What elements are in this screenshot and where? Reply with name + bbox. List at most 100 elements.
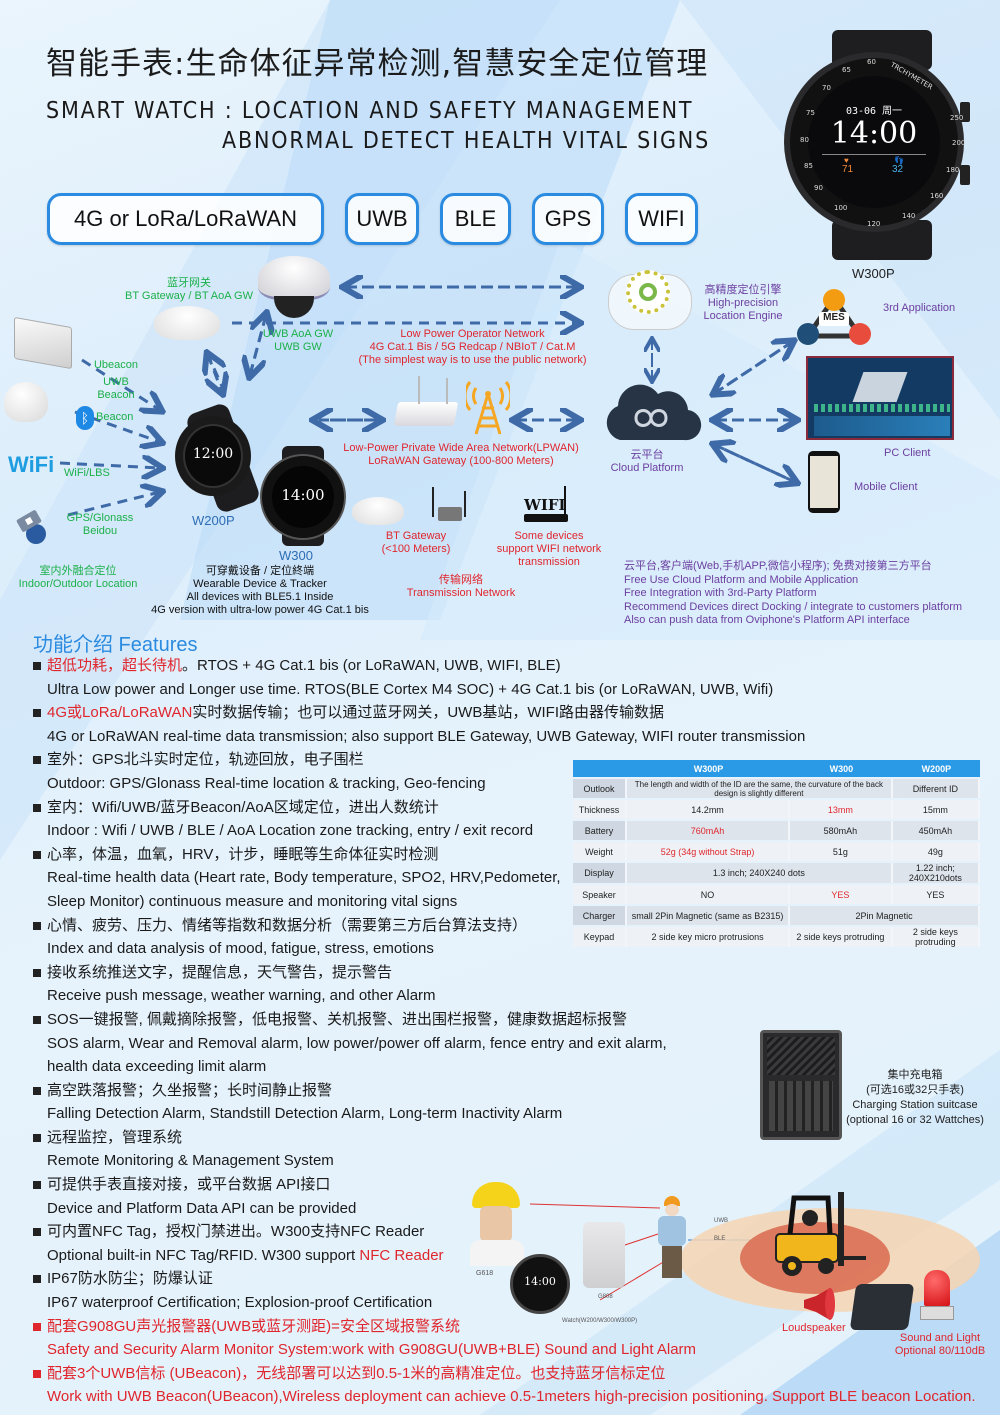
lpwan-line1: Low-Power Private Wide Area Network(LPWA… <box>343 442 579 454</box>
helmet-worker-icon <box>468 1178 528 1268</box>
worker-icon <box>652 1196 692 1278</box>
feature-cn: 接收系统推送文字，提醒信息，天气警告，提示警告 <box>33 961 813 985</box>
tech-pill-uwb: UWB <box>345 193 419 245</box>
diagram-arrows <box>59 0 1000 517</box>
indoor-outdoor-label: 室内外融合定位 Indoor/Outdoor Location <box>10 565 146 591</box>
wifi-router-line3: transmission <box>518 556 580 568</box>
table-cell: YES <box>892 885 980 904</box>
feature-en: SOS alarm, Wear and Removal alarm, low p… <box>47 1034 667 1052</box>
bt-gateway-small-device <box>352 497 404 525</box>
sound-light-line2: Optional 80/110dB <box>894 1345 986 1357</box>
w300-time: 14:00 <box>281 486 325 504</box>
wifi-router-line1: Some devices <box>514 530 584 542</box>
pc-client-label: PC Client <box>884 447 931 459</box>
feature-item: 心率，体温，血氧，HRV，计步，睡眠等生命体征实时检测 Real-time he… <box>33 843 813 914</box>
feature-highlight: NFC Reader <box>359 1246 444 1264</box>
table-cell: 14.2mm <box>627 800 791 819</box>
operator-line3: (The simplest way is to use the public n… <box>358 354 587 366</box>
svg-text:160: 160 <box>930 192 943 200</box>
feature-en: Optional built-in NFC Tag/RFID. W300 sup… <box>47 1246 360 1264</box>
feature-cn: 可内置NFC Tag，授权门禁进出。W300支持NFC Reader <box>33 1220 813 1244</box>
wearable-en3: 4G version with ultra-low power 4G Cat.1… <box>151 604 369 616</box>
ubeacon-line1: Ubeacon <box>93 359 139 371</box>
feature-en: Sleep Monitor) continuous measure and mo… <box>47 892 458 910</box>
table-header-row: W300P W300 W200P <box>573 760 980 777</box>
table-header: W300 <box>790 760 893 777</box>
sound-light-label: Sound and Light Optional 80/110dB <box>890 1332 990 1358</box>
wifi-router-label: Some devices support WIFI network transm… <box>492 530 606 569</box>
feature-item: 心情、疲劳、压力、情绪等指数和数据分析（需要第三方后台算法支持） Index a… <box>33 914 813 961</box>
mes-application-icon: MES <box>796 288 872 346</box>
table-cell: 51g <box>790 842 893 861</box>
svg-text:140: 140 <box>902 212 915 220</box>
cloud-cn: 云平台 <box>630 449 664 461</box>
row-label: Keypad <box>573 927 627 947</box>
svg-text:85: 85 <box>804 162 813 170</box>
table-row: Outlook The length and width of the ID a… <box>573 779 980 798</box>
feature-item: 远程监控，管理系统 Remote Monitoring & Management… <box>33 1126 813 1173</box>
alarm-watch-time: 14:00 <box>524 1275 556 1288</box>
transmission-cn: 传输网络 <box>439 574 483 586</box>
wifi-router-line2: support WIFI network <box>496 543 602 555</box>
feature-item: 超低功耗，超长待机。RTOS + 4G Cat.1 bis (or LoRaWA… <box>33 654 813 701</box>
wearable-caption: 可穿戴设备 / 定位終端 Wearable Device & Tracker A… <box>140 565 380 617</box>
location-engine-en2: Location Engine <box>703 310 783 322</box>
heart-rate-value: 71 <box>842 164 854 175</box>
table-cell: 2 side keys protruding <box>892 927 980 947</box>
row-label: Thickness <box>573 800 627 819</box>
uwb-gateway-label: UWB AoA GW UWB GW <box>258 328 338 354</box>
w200p-label: W200P <box>192 513 235 528</box>
svg-text:180: 180 <box>946 166 959 174</box>
svg-text:100: 100 <box>834 204 847 212</box>
pc-client-screenshot <box>806 356 954 440</box>
platform-note: 云平台,客户端(Web,手机APP,微信小程序); 免费对接第三方平台 <box>624 560 932 572</box>
router-antenna <box>418 376 420 404</box>
table-row: Speaker NO YES YES <box>573 885 980 904</box>
charging-en2: (optional 16 or 32 Wattches) <box>846 1114 984 1126</box>
wifi-router-logo: WIFI <box>524 496 566 514</box>
hero-watch-time: 14:00 <box>830 116 918 151</box>
hero-watch-model: W300P <box>852 266 895 281</box>
table-cell: NO <box>627 885 791 904</box>
svg-text:250: 250 <box>950 114 963 122</box>
feature-en: Indoor : Wifi / UWB / BLE / AoA Location… <box>47 822 534 840</box>
tech-pill-wifi: WIFI <box>625 193 698 245</box>
feature-en: health data exceeding limit alarm <box>47 1058 267 1076</box>
cell-tower-icon <box>463 378 513 436</box>
ble-link-label: BLE <box>714 1236 726 1242</box>
bluetooth-icon: ᛒ <box>76 406 94 430</box>
lpwan-label: Low-Power Private Wide Area Network(LPWA… <box>336 442 586 468</box>
location-engine-en1: High-precision <box>707 297 779 309</box>
feature-en: 4G or LoRaWAN real-time data transmissio… <box>47 727 806 745</box>
table-cell: small 2Pin Magnetic (same as B2315) <box>627 906 791 925</box>
watch-caption: Watch(W200/W300/W300P) <box>562 1318 638 1324</box>
table-cell: 760mAh <box>627 821 791 840</box>
feature-en: Receive push message, weather warning, a… <box>47 987 436 1005</box>
feature-en: Index and data analysis of mood, fatigue… <box>47 940 434 958</box>
feature-en: Work with UWB Beacon(UBeacon),Wireless d… <box>47 1388 976 1406</box>
hero-watch-divider <box>822 154 926 155</box>
row-label: Battery <box>573 821 627 840</box>
steps-icon: 👣 <box>894 156 904 165</box>
uwb-gw-line1: UWB AoA GW <box>262 328 334 340</box>
svg-text:80: 80 <box>800 136 809 144</box>
table-cell: 52g (34g without Strap) <box>627 842 791 861</box>
satellite-icon <box>14 508 46 544</box>
loudspeaker-label: Loudspeaker <box>782 1322 846 1334</box>
wifi-router-icon: WIFI <box>524 486 572 524</box>
third-app-label: 3rd Application <box>883 302 956 314</box>
table-row: Thickness 14.2mm 13mm 15mm <box>573 800 980 819</box>
table-cell: The length and width of the ID are the s… <box>627 779 893 798</box>
page-title-cn: 智能手表:生命体征异常检测,智慧安全定位管理 <box>46 46 709 82</box>
charging-station-caption: 集中充电箱 (可选16或32只手表) Charging Station suit… <box>840 1068 990 1128</box>
platform-note: Recommend Devices direct Docking / integ… <box>624 600 963 613</box>
wearable-en1: Wearable Device & Tracker <box>193 578 327 590</box>
ubeacon-line2: UWB Beacon <box>97 376 135 401</box>
hero-watch-date: 03-06 周一 <box>845 106 903 117</box>
feature-cn: 心情、疲劳、压力、情绪等指数和数据分析（需要第三方后台算法支持） <box>33 914 813 938</box>
table-cell: 15mm <box>892 800 980 819</box>
indoor-outdoor-cn: 室内外融合定位 <box>39 565 117 577</box>
bt-gateway-cn: 蓝牙网关 <box>167 277 211 289</box>
feature-cn: 室外：GPS北斗实时定位，轨迹回放，电子围栏 <box>33 748 813 772</box>
